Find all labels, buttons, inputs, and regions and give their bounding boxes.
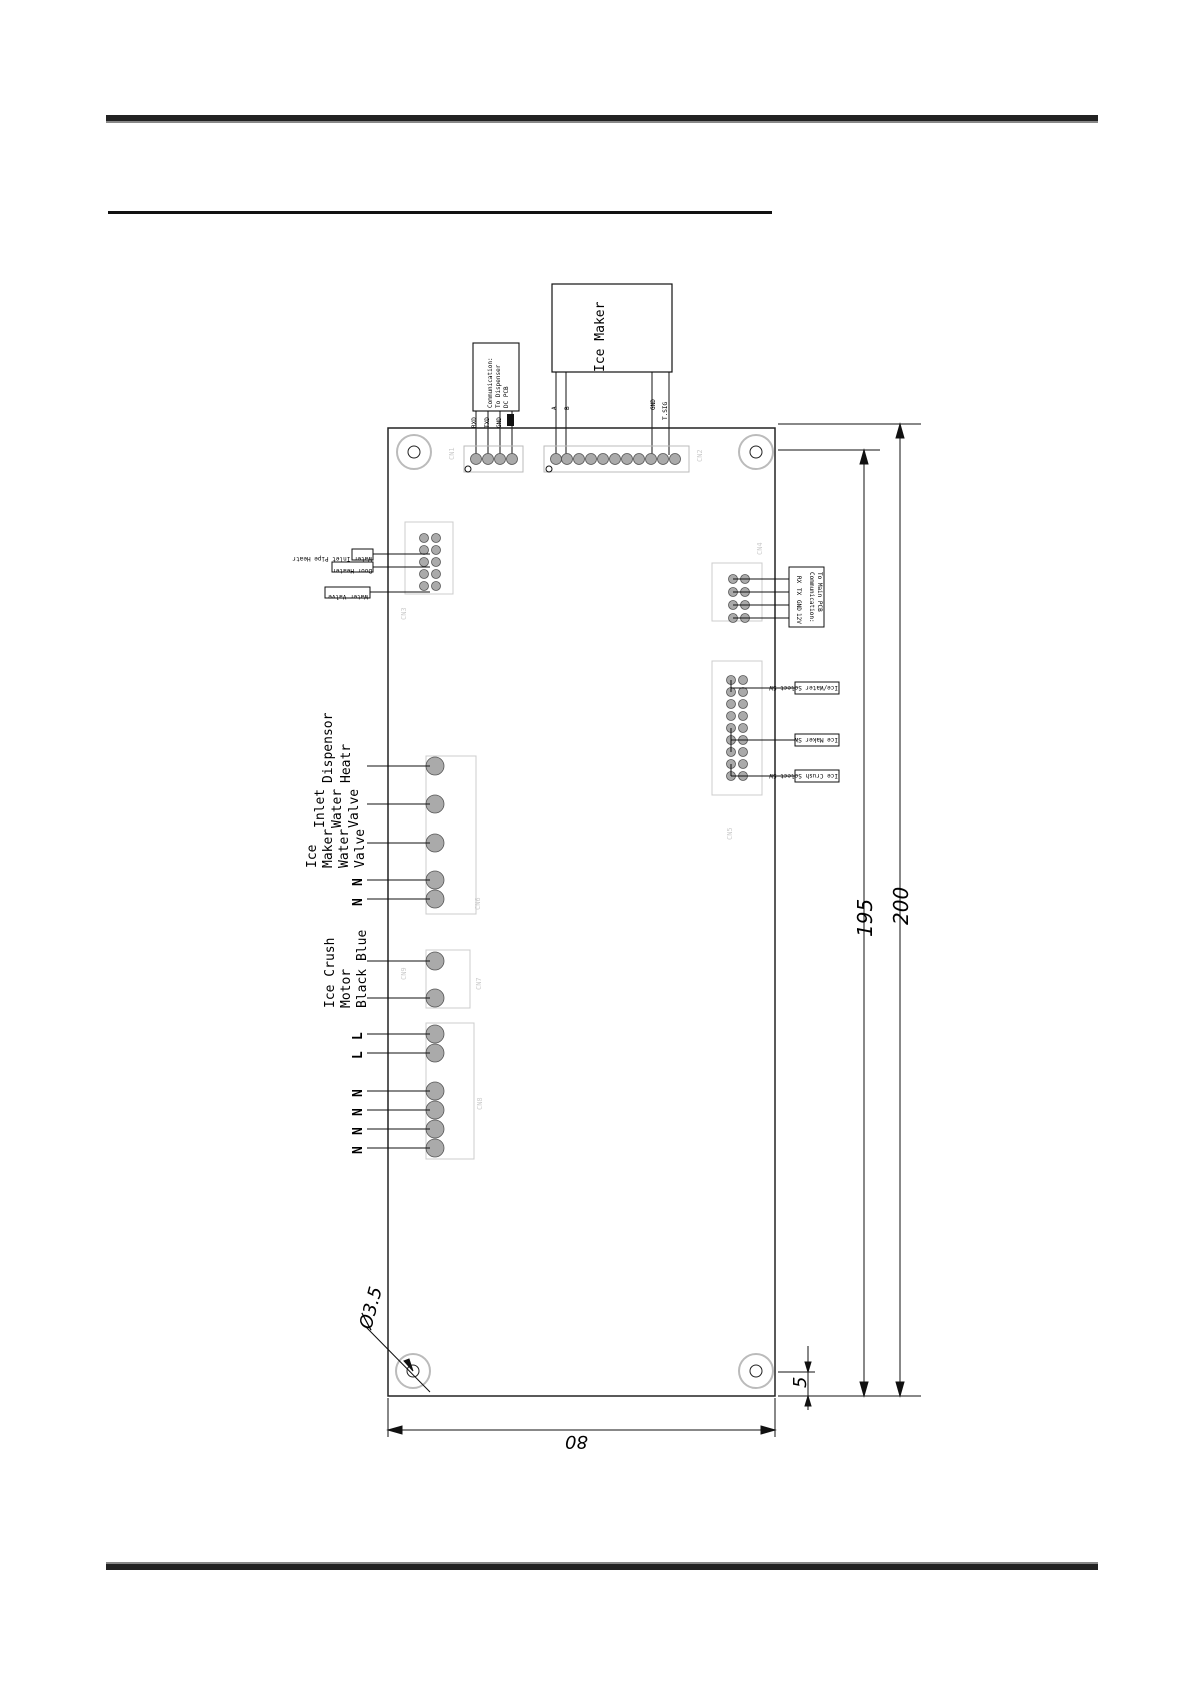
svg-text:Motor: Motor	[339, 969, 354, 1008]
svg-text:CN4: CN4	[756, 542, 764, 555]
svg-text:Valve: Valve	[347, 789, 362, 828]
svg-text:CN5: CN5	[726, 827, 734, 840]
left-small-labels: Water Inlet Pipe Heatr Door Heater Water…	[292, 548, 430, 600]
svg-text:CN6: CN6	[474, 897, 482, 910]
svg-text:To Main PCB: To Main PCB	[816, 572, 823, 612]
svg-text:N: N	[351, 1108, 366, 1116]
svg-text:Door Heater: Door Heater	[332, 567, 372, 574]
svg-text:N: N	[351, 1146, 366, 1154]
svg-text:Valve: Valve	[353, 829, 368, 868]
svg-text:Water Inlet Pipe Heatr: Water Inlet Pipe Heatr	[292, 555, 372, 562]
pin-tsig: T.SIG	[662, 402, 669, 420]
svg-text:RXD: RXD	[471, 417, 478, 428]
big-labels: Dispensor Heatr Inlet Water Valve Ice Ma…	[305, 712, 370, 1154]
dim-195: 195	[853, 899, 877, 937]
svg-text:Ice Maker SW: Ice Maker SW	[794, 736, 838, 743]
svg-text:Ice Crush: Ice Crush	[323, 938, 338, 1008]
dim-5: 5	[790, 1377, 811, 1388]
footer-rule	[106, 1562, 1098, 1570]
svg-text:N: N	[351, 1127, 366, 1135]
svg-text:Water: Water	[337, 829, 352, 868]
svg-text:Inlet: Inlet	[313, 789, 328, 828]
svg-text:DC PCB: DC PCB	[503, 386, 510, 408]
svg-text:12V: 12V	[795, 613, 802, 624]
svg-text:Maker: Maker	[321, 829, 336, 868]
svg-text:RX: RX	[795, 576, 802, 584]
svg-text:Water Valve: Water Valve	[328, 593, 368, 600]
right-switch-labels: Ice/Water Select SW Ice Maker SW Ice Cru…	[730, 680, 840, 783]
svg-text:TXD: TXD	[484, 417, 491, 428]
dimensions	[364, 422, 921, 1437]
svg-text:CN1: CN1	[448, 447, 456, 460]
dim-80: 80	[565, 1431, 588, 1452]
section-rule	[108, 211, 772, 214]
svg-text:CN2: CN2	[696, 449, 704, 462]
svg-text:N: N	[351, 878, 366, 886]
svg-text:CN8: CN8	[476, 1097, 484, 1110]
header-rule	[106, 115, 1098, 123]
ice-maker-box: Ice Maker A B GND T.SIG	[551, 283, 673, 455]
pin-a: A	[551, 406, 558, 410]
svg-text:Black Blue: Black Blue	[355, 930, 370, 1008]
svg-text:CN7: CN7	[475, 977, 483, 990]
svg-text:Communication:: Communication:	[808, 572, 815, 623]
svg-text:Water: Water	[330, 789, 345, 828]
pin-gnd: GND	[650, 399, 657, 410]
svg-text:GND: GND	[795, 600, 802, 611]
svg-text:Ice Crush Select SW: Ice Crush Select SW	[769, 772, 838, 779]
comm-dispenser-box: Communication: To Dispenser DC PCB RXD T…	[471, 342, 520, 458]
label-heatr: Heatr	[339, 744, 354, 783]
ice-maker-label: Ice Maker	[593, 301, 608, 372]
svg-text:N: N	[351, 1089, 366, 1097]
svg-text:Communication:: Communication:	[487, 357, 494, 408]
dim-200: 200	[889, 887, 913, 925]
svg-text:GND: GND	[496, 417, 503, 428]
svg-text:CN9: CN9	[400, 967, 408, 980]
svg-text:L: L	[351, 1032, 366, 1040]
svg-text:N: N	[351, 898, 366, 906]
svg-text:TX: TX	[795, 588, 802, 596]
svg-text:Ice: Ice	[305, 844, 320, 868]
comm-main-pcb-box: Communication: To Main PCB RX TX GND 12V	[733, 566, 825, 628]
svg-text:Ice/Water Select SW: Ice/Water Select SW	[769, 684, 838, 691]
pin-b: B	[564, 406, 571, 410]
pcb-board: CN1 CN2 CN3 CN4	[387, 427, 776, 1397]
svg-text:L: L	[351, 1051, 366, 1059]
svg-text:CN3: CN3	[400, 607, 408, 620]
label-dispensor: Dispensor	[321, 712, 336, 783]
dim-hole-diameter: Ø3.5	[355, 1285, 387, 1333]
svg-text:To Dispenser: To Dispenser	[495, 364, 502, 408]
